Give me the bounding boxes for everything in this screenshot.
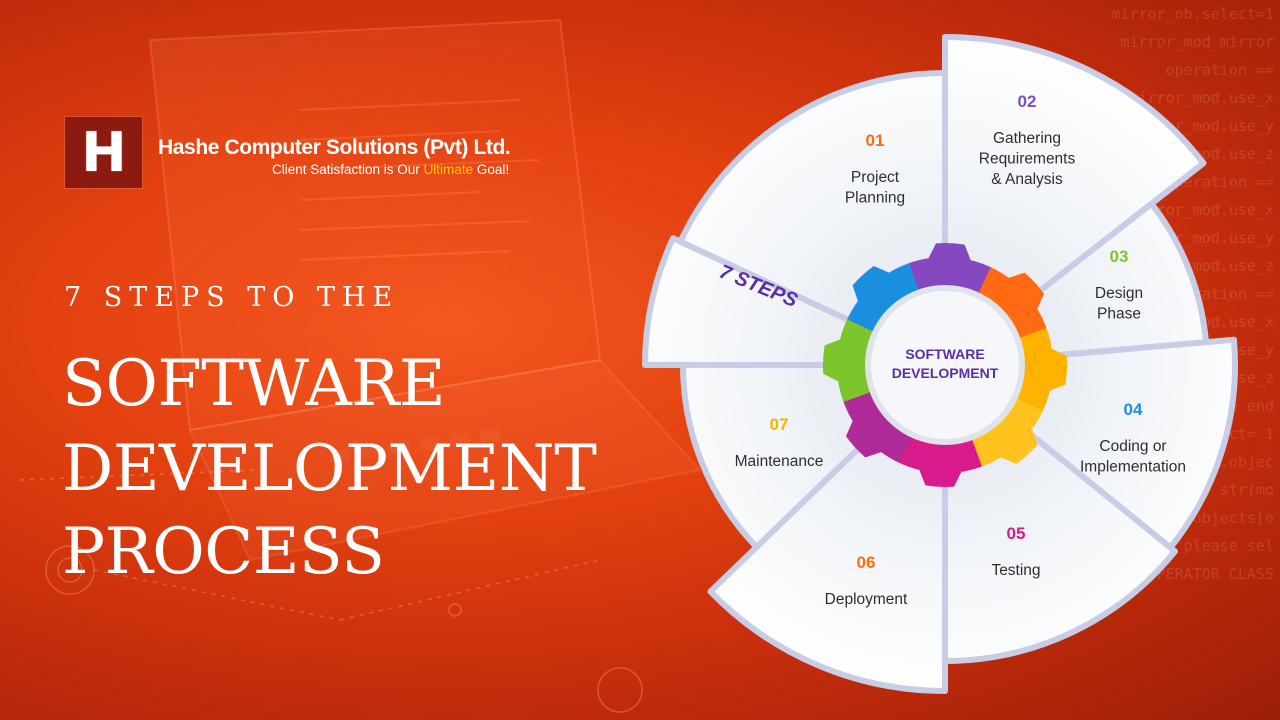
- step-number: 06: [857, 553, 876, 572]
- step-label-line: Design: [1095, 285, 1143, 302]
- company-name: Hashe Computer Solutions (Pvt) Ltd.: [158, 136, 511, 159]
- gear-segment: [822, 318, 875, 402]
- step-label-line: Project: [851, 169, 900, 186]
- step-label-line: Gathering: [993, 130, 1061, 147]
- tagline: Client Satisfaction is Our Ultimate Goal…: [272, 162, 509, 177]
- headline-line-2: DEVELOPMENT: [62, 432, 597, 506]
- gear-segment: [977, 267, 1047, 340]
- logo-letter: H: [81, 120, 126, 184]
- gear-segment: [843, 390, 913, 463]
- step-label-line: & Analysis: [991, 171, 1063, 188]
- step-number: 07: [770, 415, 789, 434]
- step-number: 05: [1007, 524, 1026, 543]
- step-number: 03: [1110, 247, 1129, 266]
- step-label-line: Implementation: [1080, 459, 1186, 476]
- step-label-line: Phase: [1097, 306, 1141, 323]
- gear-segment: [898, 435, 982, 487]
- step-number: 02: [1018, 92, 1037, 111]
- step-number: 04: [1124, 400, 1143, 419]
- center-label-line-2: DEVELOPMENT: [892, 365, 999, 381]
- network-dots: [19, 469, 643, 713]
- step-label-line: Testing: [991, 562, 1040, 579]
- tagline-end: Goal!: [473, 162, 510, 177]
- tagline-highlight: Ultimate: [423, 162, 474, 177]
- step-label-line: Deployment: [825, 591, 908, 608]
- company-logo: H: [65, 117, 142, 188]
- wheel-segments: [642, 34, 1238, 694]
- gear-segment: [847, 263, 920, 333]
- headline-line-1: SOFTWARE: [62, 347, 446, 421]
- headline-kicker: 7 STEPS TO THE: [64, 282, 400, 313]
- step-number: 01: [866, 131, 885, 150]
- step-label-line: Coding or: [1099, 438, 1166, 455]
- tagline-start: Client Satisfaction is Our: [272, 162, 424, 177]
- gear-segment: [1015, 328, 1067, 412]
- step-label-line: Maintenance: [735, 453, 824, 470]
- step-label-line: Planning: [845, 190, 905, 207]
- laptop-silhouette: [148, 18, 702, 562]
- center-label-line-1: SOFTWARE: [905, 346, 984, 362]
- gear-ring: [822, 242, 1067, 487]
- gear-segment: [908, 242, 992, 295]
- center-disc: [871, 291, 1019, 439]
- headline-line-3: PROCESS: [62, 515, 385, 589]
- gear-segment: [970, 397, 1043, 467]
- step-label-line: Requirements: [979, 151, 1076, 168]
